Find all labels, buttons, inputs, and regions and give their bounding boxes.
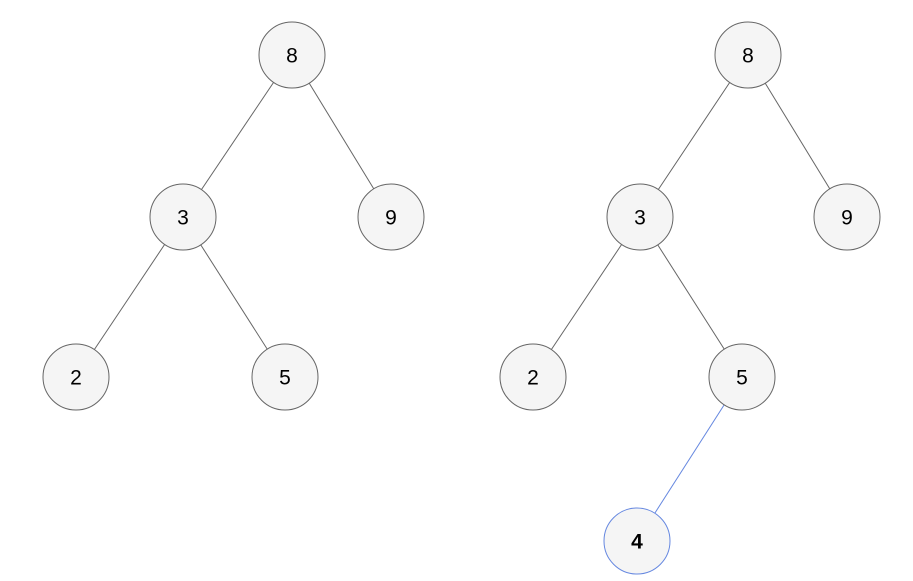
tree-node-2: 2 [42,343,110,411]
node-circle [149,183,217,251]
node-circle [606,183,674,251]
tree-node-5: 5 [708,343,776,411]
node-value-label: 5 [736,366,748,389]
node-circle [258,21,326,89]
tree-node-2: 2 [499,343,567,411]
node-value-label: 9 [385,206,397,229]
node-value-label: 2 [527,366,539,389]
node-value-label: 2 [70,366,82,389]
node-value-label: 3 [177,206,189,229]
node-value-label: 9 [841,206,853,229]
tree-node-5: 5 [251,343,319,411]
node-circle [499,343,567,411]
node-value-label: 8 [286,44,298,67]
bst-before-insertion: 8 3 9 2 5 [42,21,425,411]
tree-node-8: 8 [258,21,326,89]
node-circle [714,21,782,89]
tree-node-8: 8 [714,21,782,89]
node-value-label: 8 [742,44,754,67]
node-value-label: 3 [634,206,646,229]
node-circle [357,183,425,251]
node-circle [813,183,881,251]
node-value-label: 4 [631,530,643,553]
node-value-label: 5 [279,366,291,389]
node-circle [603,507,671,575]
node-circle [42,343,110,411]
node-circle [708,343,776,411]
node-circle [251,343,319,411]
tree-node-9: 9 [813,183,881,251]
bst-after-insertion: 8 3 9 2 5 4 [499,21,881,575]
tree-node-3: 3 [149,183,217,251]
tree-node-4-highlighted: 4 [603,507,671,575]
tree-node-9: 9 [357,183,425,251]
tree-node-3: 3 [606,183,674,251]
